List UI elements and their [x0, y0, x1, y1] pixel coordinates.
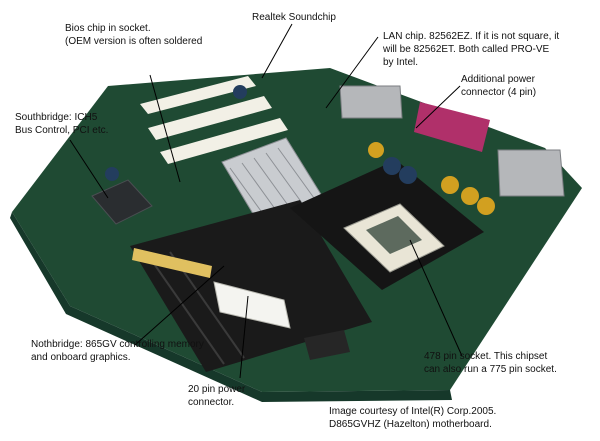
- image-credit: Image courtesy of Intel(R) Corp.2005. D8…: [329, 405, 496, 431]
- callout-southbridge: Southbridge: ICH5 Bus Control, PCI etc.: [15, 111, 108, 137]
- heatsink-fins: [229, 147, 315, 219]
- callout-realtek-line1: Realtek Soundchip: [252, 12, 336, 23]
- callout-power4: Additional power connector (4 pin): [461, 73, 536, 99]
- callout-southbridge-line1: Southbridge: ICH5: [15, 112, 98, 123]
- rear-io-ports: [339, 85, 403, 119]
- rear-io-ports: [497, 149, 565, 197]
- callout-southbridge-line2: Bus Control, PCI etc.: [15, 125, 109, 136]
- callout-lan: LAN chip. 82562EZ. If it is not square, …: [383, 30, 559, 69]
- callout-northbridge: Nothbridge: 865GV controlling memory and…: [31, 338, 204, 364]
- callout-realtek: Realtek Soundchip: [252, 11, 336, 24]
- callout-power20: 20 pin power connector.: [188, 383, 245, 409]
- callout-power4-line2: connector (4 pin): [461, 87, 537, 98]
- pci-slot: [160, 118, 288, 164]
- callout-lan-line3: by Intel.: [383, 57, 419, 68]
- callout-bios: Bios chip in socket. (OEM version is oft…: [65, 22, 202, 48]
- callout-bios-line1: Bios chip in socket.: [65, 23, 151, 34]
- io-chip: [304, 330, 350, 360]
- capacitors: [105, 85, 495, 215]
- cpu-socket-inner: [366, 216, 422, 254]
- callout-socket-line2: can also run a 775 pin socket.: [424, 364, 557, 375]
- image-credit-line2: D865GVHZ (Hazelton) motherboard.: [329, 419, 492, 430]
- callout-socket-line1: 478 pin socket. This chipset: [424, 351, 548, 362]
- callout-northbridge-line1: Nothbridge: 865GV controlling memory: [31, 339, 204, 350]
- callout-lan-line2: will be 82562ET. Both called PRO-VE: [383, 44, 550, 55]
- callout-bios-line2: (OEM version is often soldered: [65, 36, 203, 47]
- callout-power20-line1: 20 pin power: [188, 384, 246, 395]
- callout-lan-line1: LAN chip. 82562EZ. If it is not square, …: [383, 31, 560, 42]
- callout-power20-line2: connector.: [188, 397, 235, 408]
- callout-northbridge-line2: and onboard graphics.: [31, 352, 131, 363]
- image-credit-line1: Image courtesy of Intel(R) Corp.2005.: [329, 406, 497, 417]
- callout-power4-line1: Additional power: [461, 74, 535, 85]
- callout-socket: 478 pin socket. This chipset can also ru…: [424, 350, 557, 376]
